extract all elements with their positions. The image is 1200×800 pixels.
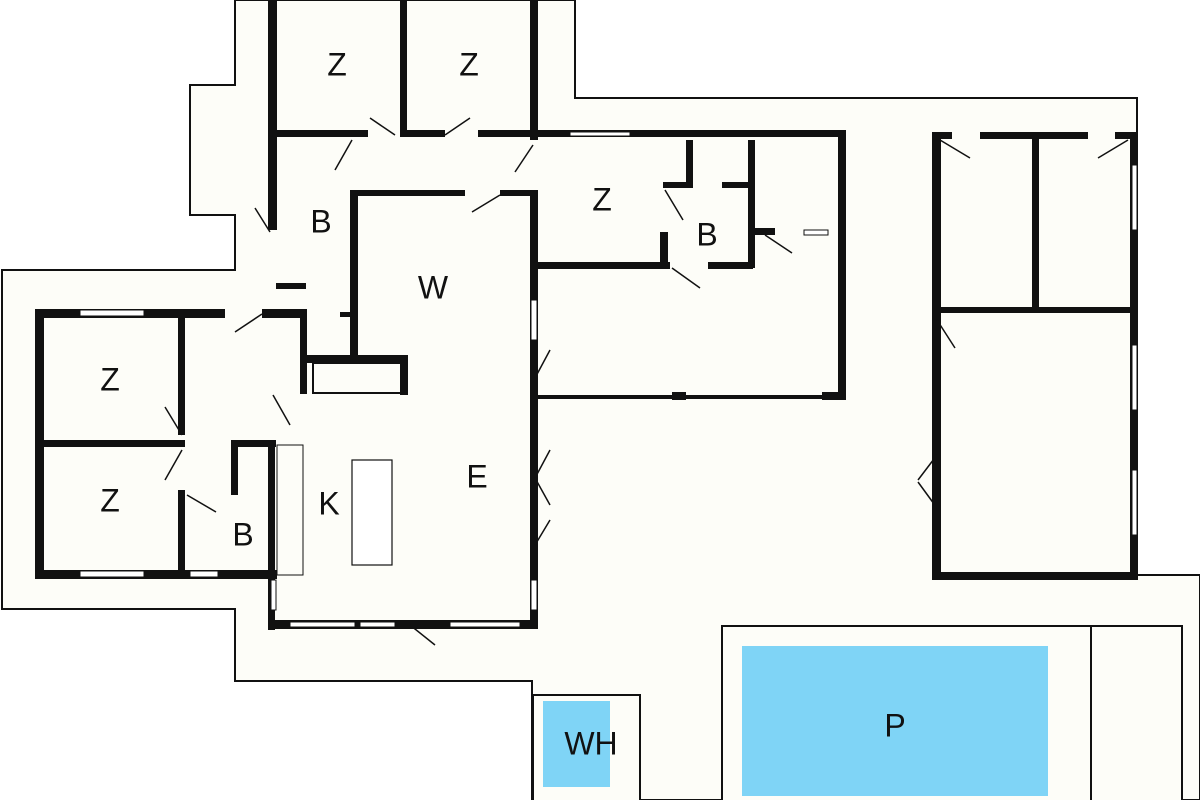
room-label-dining: E — [466, 458, 487, 494]
kitchen-island — [351, 459, 393, 566]
room-label-bathroom: B — [232, 516, 253, 552]
pool — [742, 646, 1048, 796]
room-label-bedroom: Z — [100, 361, 120, 397]
room-label-bedroom: Z — [592, 181, 612, 217]
whirlpool — [543, 701, 610, 787]
doors — [164, 117, 1129, 646]
room-label-living: W — [418, 269, 449, 305]
whirlpool-label: WH — [564, 725, 617, 761]
windows — [79, 131, 1138, 628]
room-label-bedroom: Z — [100, 482, 120, 518]
room-label-bathroom: B — [696, 216, 717, 252]
pool-label: P — [884, 707, 905, 743]
room-label-bedroom: Z — [459, 46, 479, 82]
room-label-bathroom: B — [310, 203, 331, 239]
room-label-kitchen: K — [318, 485, 339, 521]
room-label-bedroom: Z — [327, 46, 347, 82]
